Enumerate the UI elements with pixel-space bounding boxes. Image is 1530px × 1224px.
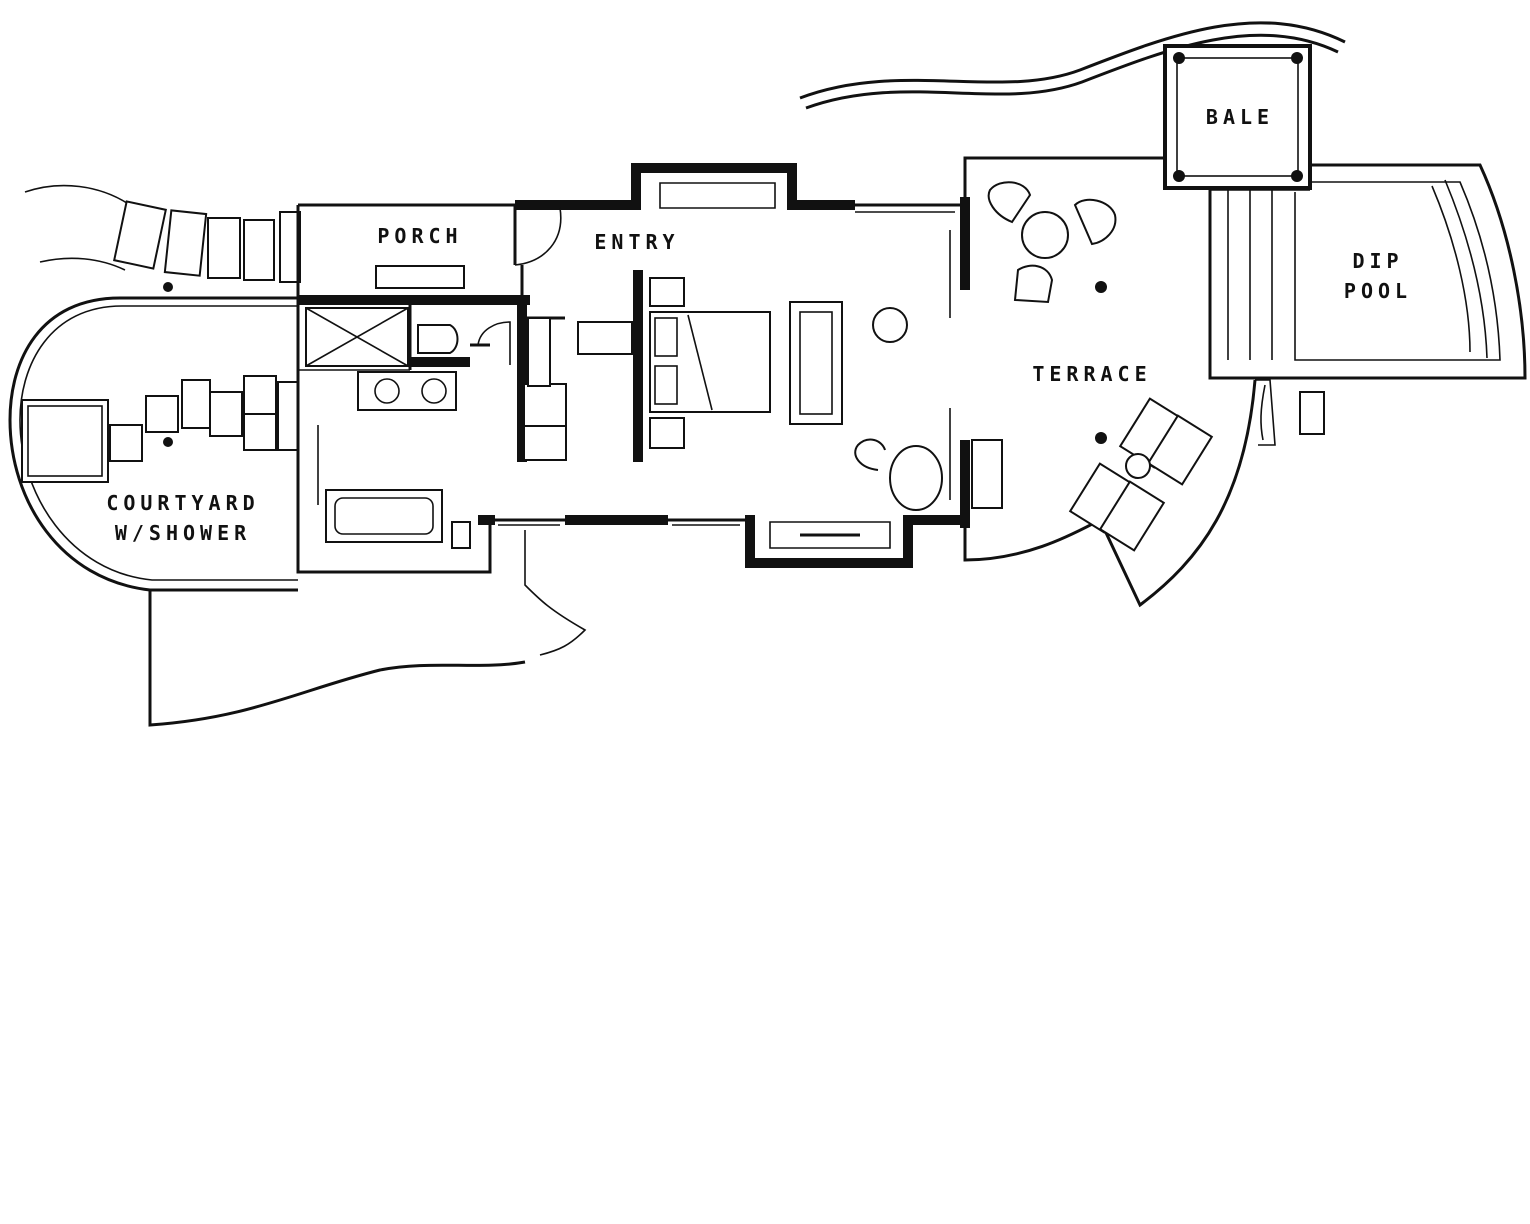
porch-bench	[375, 265, 465, 289]
courtyard-label-line2: W/SHOWER	[115, 521, 251, 545]
landscape-path-top	[799, 21, 1346, 110]
porch-label: PORCH	[377, 224, 462, 248]
building-walls	[296, 163, 970, 574]
terrace-label: TERRACE	[1032, 362, 1151, 386]
bale	[1163, 44, 1312, 190]
approach-path	[24, 184, 301, 292]
courtyard	[8, 296, 587, 727]
bale-label: BALE	[1206, 105, 1274, 129]
entry-label: ENTRY	[594, 230, 679, 254]
dip-pool-label-line1: DIP	[1352, 249, 1403, 273]
dip-pool-label-line2: POOL	[1344, 279, 1412, 303]
terrace	[963, 156, 1325, 608]
bedroom-furniture	[649, 277, 1003, 511]
closet-shelves	[523, 317, 633, 461]
courtyard-label-line1: COURTYARD	[106, 491, 259, 515]
dip-pool	[1208, 163, 1527, 380]
bathroom-fixtures	[298, 307, 471, 549]
